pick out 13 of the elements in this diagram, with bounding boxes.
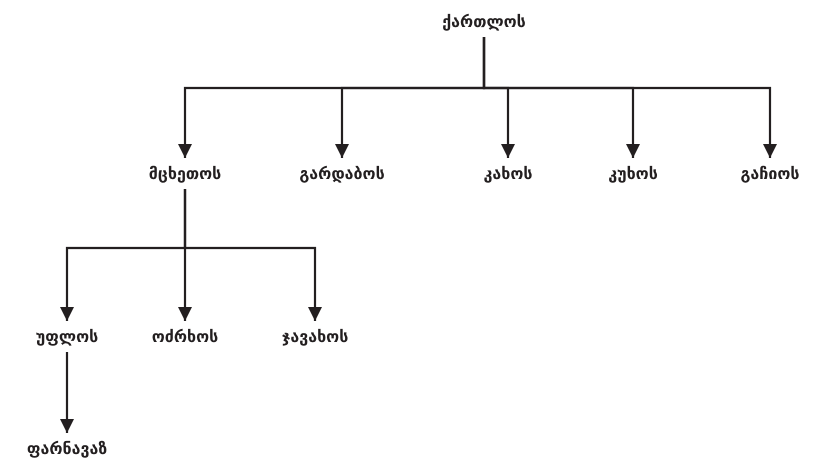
arrow <box>60 352 74 433</box>
name-label: კახოს <box>482 162 534 185</box>
name-label: გაჩიოს <box>738 162 802 185</box>
name-label: გარდაბოს <box>297 162 387 185</box>
name-label: უფლოს <box>34 325 100 348</box>
name-label: მცხეთოს <box>146 162 224 185</box>
name-label: კუხოს <box>606 162 660 185</box>
name-label: ოძრხოს <box>150 325 220 348</box>
name-label: ქართლოს <box>440 10 528 33</box>
name-label: ჯავახოს <box>280 325 350 348</box>
arrow <box>482 37 777 158</box>
name-label: ფარნავაზ <box>24 437 110 460</box>
arrow <box>184 189 322 321</box>
